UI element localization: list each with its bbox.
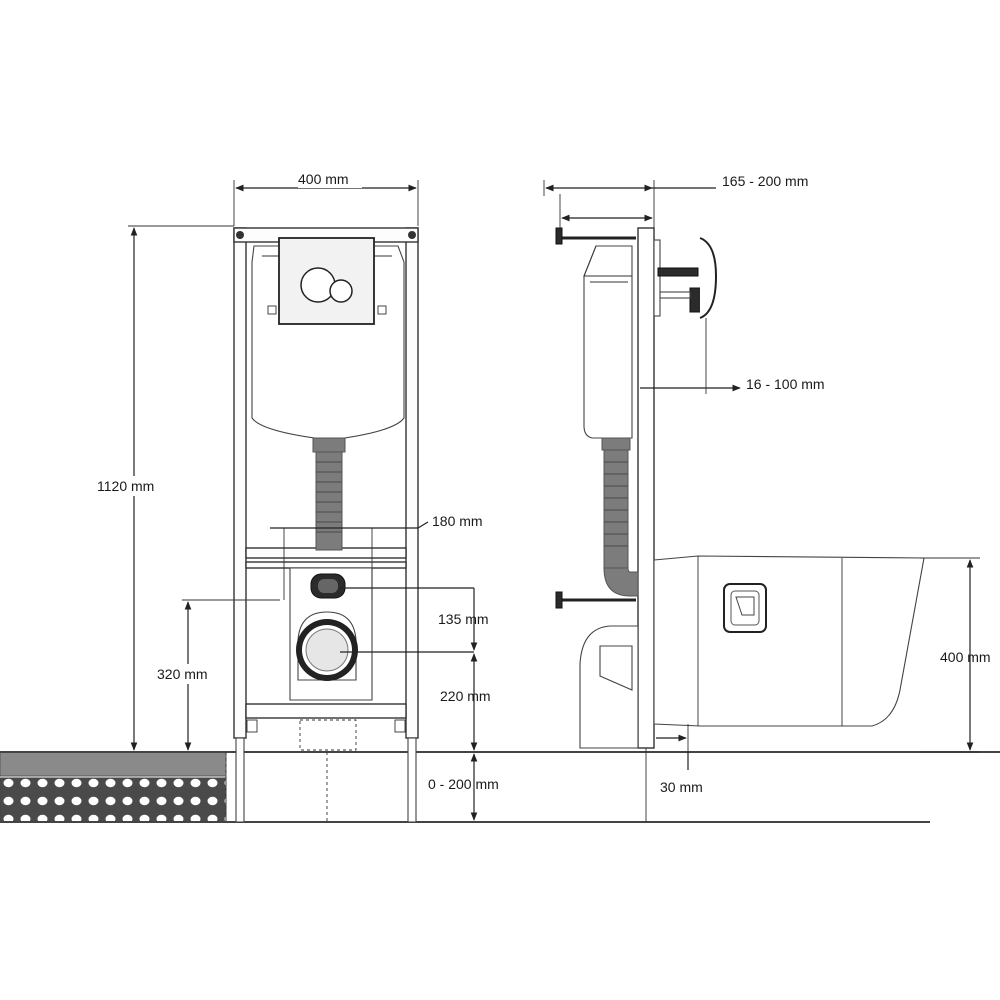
floor-insulation: [0, 777, 227, 823]
frame-mid-rail-2: [245, 561, 407, 569]
flush-pipe: [315, 451, 343, 551]
label-drain-height: 220 mm: [440, 688, 491, 704]
cistern-side: [583, 245, 633, 439]
fixing-bolt-icon: [236, 231, 244, 239]
label-outlet-spacing: 180 mm: [432, 513, 483, 529]
frame-leg: [407, 737, 417, 823]
label-bowl-height: 400 mm: [940, 649, 991, 665]
fixing-bolt-icon: [408, 231, 416, 239]
dimension-lines: [128, 180, 974, 821]
flush-plate-mount: [657, 267, 699, 277]
label-floor-gap: 30 mm: [660, 779, 703, 795]
label-floor-range: 0 - 200 mm: [428, 776, 499, 792]
label-wall-depth: 165 - 200 mm: [722, 173, 808, 189]
dimension-labels: 400 mm 1120 mm 320 mm 180 mm 135 mm 220 …: [96, 168, 991, 795]
frame-right-post: [405, 227, 419, 739]
frame-left-post: [233, 227, 247, 739]
floor-slab: [0, 751, 227, 777]
frame-leg: [235, 737, 245, 823]
label-frame-height: 1120 mm: [97, 478, 154, 494]
flush-pipe-side: [603, 449, 629, 569]
frame-bottom-rail: [245, 703, 407, 719]
flush-pipe-collar: [312, 437, 346, 453]
flush-plate-side: [653, 239, 661, 317]
label-wall-offset: 16 - 100 mm: [746, 376, 825, 392]
label-outlet-drop: 135 mm: [438, 611, 489, 627]
flush-button-large-icon[interactable]: [300, 267, 336, 303]
label-frame-width: 400 mm: [298, 171, 349, 187]
wall-hung-bowl: [653, 555, 925, 727]
floor: [0, 751, 1000, 823]
side-view: [555, 227, 980, 822]
flush-plate-front: [699, 237, 718, 319]
wall-section: [637, 227, 655, 749]
label-outlet-height: 320 mm: [157, 666, 208, 682]
flush-button-small-icon[interactable]: [329, 279, 353, 303]
front-view: [233, 227, 419, 823]
